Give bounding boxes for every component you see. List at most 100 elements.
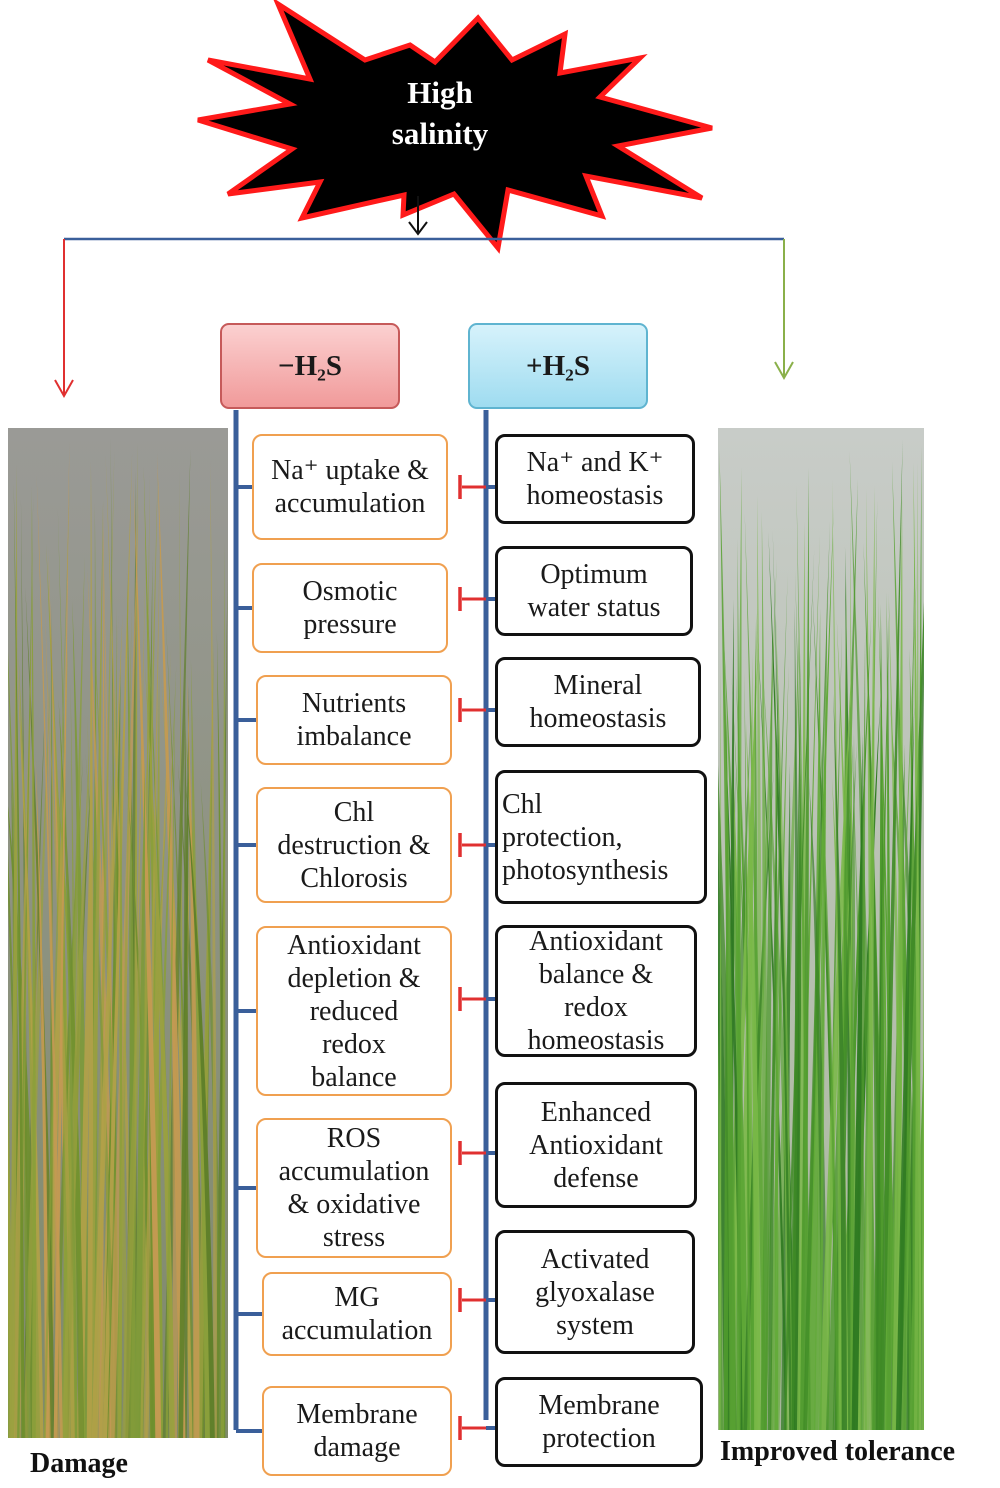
with-h2s-effect-text-line: Antioxidant xyxy=(529,1129,663,1161)
grass-blade xyxy=(767,675,779,1430)
tolerance-arrow-head xyxy=(774,361,794,381)
grass-blade xyxy=(892,489,903,1430)
without-h2s-effect-text-line: imbalance xyxy=(296,721,412,752)
without-h2s-effect-text-line: balance xyxy=(311,1061,397,1093)
grass-blade xyxy=(185,775,215,1438)
grass-blade xyxy=(812,594,840,1430)
grass-blade xyxy=(744,670,750,1430)
grass-blade xyxy=(170,703,178,1438)
stress-line-2: salinity xyxy=(391,116,489,151)
minus-h2s-header: −H₂S xyxy=(220,323,400,409)
with-h2s-effect-text-line: protection xyxy=(542,1423,656,1454)
with-h2s-effect-text-line: protection, xyxy=(502,821,623,853)
grass-blade xyxy=(53,758,84,1438)
without-h2s-effect-text-line: Antioxidant xyxy=(287,929,421,961)
grass-blade xyxy=(736,538,741,1430)
with-h2s-effect-text-line: Na⁺ and K⁺ xyxy=(526,447,664,478)
without-h2s-effect-text-line: MG xyxy=(334,1282,380,1313)
grass-blade xyxy=(107,504,139,1438)
grass-blade xyxy=(133,476,162,1438)
grass-blade xyxy=(818,621,827,1430)
without-h2s-effect-text-line: Chl xyxy=(333,796,375,828)
grass-blade xyxy=(178,684,189,1438)
grass-blade xyxy=(143,524,161,1438)
stress-line-1: High xyxy=(407,75,473,110)
with-h2s-effect-text-line: redox xyxy=(564,992,628,1023)
without-h2s-effect-text-line: stress xyxy=(322,1222,386,1253)
with-h2s-effect-text-line: Mineral xyxy=(553,670,643,701)
without-h2s-effect-text-line: Osmotic xyxy=(302,576,398,607)
grass-blade xyxy=(130,713,138,1438)
without-h2s-effect-text-line: redox xyxy=(322,1028,386,1060)
grass-blade xyxy=(808,777,828,1430)
plus-h2s-header: +H₂S xyxy=(468,323,648,409)
grass-blade xyxy=(31,486,37,1438)
grass-blade xyxy=(913,461,919,1430)
grass-blade xyxy=(35,754,49,1438)
without-h2s-effect-text-line: accumulation xyxy=(274,488,426,519)
tolerance-caption: Improved tolerance xyxy=(720,1436,956,1467)
grass-blade xyxy=(13,483,25,1438)
grass-blade xyxy=(196,639,214,1438)
stress-label: High salinity xyxy=(360,72,520,154)
grass-blade xyxy=(45,592,59,1438)
without-h2s-effect-text-line: ROS xyxy=(326,1123,382,1154)
grass-blade xyxy=(91,614,123,1438)
salinity-burst-shape xyxy=(197,0,713,254)
grass-blade xyxy=(814,575,828,1430)
grass-blade xyxy=(833,693,847,1430)
grass-blade xyxy=(105,455,135,1438)
damage-caption: Damage xyxy=(30,1448,128,1479)
grass-blade xyxy=(109,761,129,1438)
grass-blade xyxy=(863,486,875,1430)
grass-blade xyxy=(898,698,913,1430)
without-h2s-effect-text-line: accumulation xyxy=(278,1156,430,1187)
with-h2s-effect-text-line: Activated xyxy=(540,1243,650,1275)
with-h2s-effect-text-line: balance & xyxy=(538,959,654,990)
grass-blade xyxy=(772,530,792,1430)
grass-blade xyxy=(165,680,176,1438)
without-h2s-effect-text-line: Nutrients xyxy=(301,688,407,719)
without-h2s-effect-text-line: depletion & xyxy=(287,962,421,994)
grass-blade xyxy=(878,439,903,1430)
grass-blade xyxy=(895,707,915,1430)
with-h2s-effect-text-line: defense xyxy=(553,1162,639,1194)
grass-blade xyxy=(36,475,63,1438)
grass-blade xyxy=(16,639,44,1438)
grass-blade xyxy=(719,449,736,1430)
grass-blade xyxy=(760,624,773,1430)
with-h2s-effect-text-line: water status xyxy=(527,592,661,623)
grass-blade xyxy=(117,602,132,1438)
with-h2s-effect-text-line: system xyxy=(556,1309,634,1341)
without-h2s-effect-text-line: destruction & xyxy=(277,829,431,861)
without-h2s-effect-text-line: accumulation xyxy=(281,1315,433,1346)
grass-blade xyxy=(45,643,75,1438)
grass-blade xyxy=(832,479,843,1430)
grass-blade xyxy=(23,670,51,1438)
with-h2s-effect-text-line: Membrane xyxy=(538,1390,660,1421)
grass-blade xyxy=(58,699,85,1438)
grass-blade xyxy=(133,762,145,1438)
plus-h2s-label: +H₂S xyxy=(526,349,590,382)
grass-blade xyxy=(921,864,924,1430)
grass-blade xyxy=(851,734,863,1430)
grass-blade xyxy=(161,675,193,1438)
grass-blade xyxy=(126,778,154,1438)
without-h2s-effect-text-line: pressure xyxy=(303,609,397,640)
minus-h2s-label: −H₂S xyxy=(278,349,342,382)
grass-blade xyxy=(210,460,218,1438)
grass-blade xyxy=(746,722,761,1430)
grass-blade xyxy=(220,541,226,1438)
with-h2s-effect-text-line: Enhanced xyxy=(540,1096,652,1128)
grass-blade xyxy=(157,453,186,1438)
